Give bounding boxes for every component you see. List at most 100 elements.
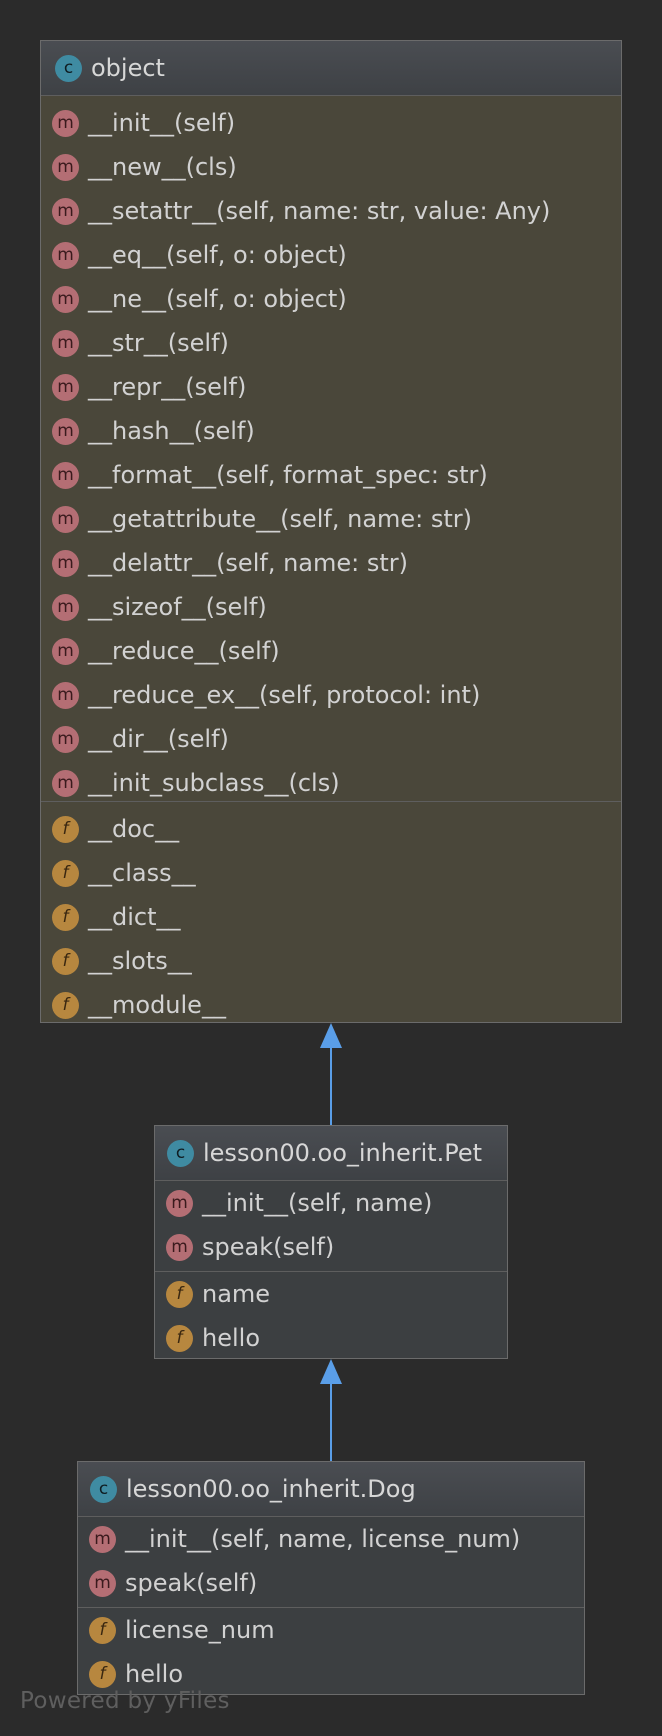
methods-section: m__init__(self)m__new__(cls)m__setattr__… <box>41 96 621 802</box>
method-label: __init__(self, name, license_num) <box>125 1525 521 1553</box>
method-icon: m <box>166 1189 193 1217</box>
field-icon: f <box>52 947 79 975</box>
method-row[interactable]: m __hash__(self) <box>52 409 621 453</box>
method-label: __repr__(self) <box>88 373 247 401</box>
method-row[interactable]: m__sizeof__(self) <box>52 585 621 629</box>
arrowhead-object <box>320 1023 342 1048</box>
method-row[interactable]: m __init__(self) <box>52 101 621 145</box>
class-icon: c <box>167 1139 194 1167</box>
method-label: __getattribute__(self, name: str) <box>88 505 473 533</box>
method-label: __new__(cls) <box>88 153 237 181</box>
field-icon: f <box>89 1660 116 1688</box>
method-row[interactable]: m __eq__(self, o: object) <box>52 233 621 277</box>
class-icon: c <box>90 1475 117 1503</box>
class-name: lesson00.oo_inherit.Dog <box>126 1475 416 1503</box>
field-row[interactable]: f license_num <box>89 1608 584 1652</box>
method-row[interactable]: m __format__(self, format_spec: str) <box>52 453 621 497</box>
method-label: __hash__(self) <box>88 417 255 445</box>
method-label: __init_subclass__(cls) <box>88 769 340 797</box>
method-icon: m <box>166 1233 193 1261</box>
method-row[interactable]: m speak(self) <box>166 1225 507 1269</box>
method-icon: m <box>52 549 79 577</box>
method-label: __init__(self) <box>88 109 236 137</box>
class-box-pet[interactable]: c lesson00.oo_inherit.Pet m __init__(self… <box>154 1125 508 1359</box>
field-row[interactable]: f __class__ <box>52 851 621 895</box>
method-label: __str__(self) <box>88 329 229 357</box>
method-row[interactable]: m __repr__(self) <box>52 365 621 409</box>
method-label: __delattr__(self, name: str) <box>88 549 408 577</box>
field-row[interactable]: f__slots__ <box>52 939 621 983</box>
field-icon: f <box>89 1616 116 1644</box>
method-icon: m <box>52 285 79 313</box>
method-label: __ne__(self, o: object) <box>88 285 347 313</box>
method-row[interactable]: m __dir__(self) <box>52 717 621 761</box>
methods-section: m __init__(self, name) m speak(self) <box>155 1181 507 1272</box>
field-label: __module__ <box>88 991 226 1019</box>
method-row[interactable]: m speak(self) <box>89 1561 584 1605</box>
method-icon: m <box>52 417 79 445</box>
field-icon: f <box>52 859 79 887</box>
class-name: object <box>91 54 165 82</box>
method-label: speak(self) <box>202 1233 335 1261</box>
method-label: __sizeof__(self) <box>88 593 267 621</box>
method-icon: m <box>89 1525 116 1553</box>
method-row[interactable]: m __reduce__(self) <box>52 629 621 673</box>
field-label: __doc__ <box>88 815 180 843</box>
class-box-object[interactable]: c object m__init__(self)m__new__(cls)m__… <box>40 40 622 1023</box>
class-name: lesson00.oo_inherit.Pet <box>203 1139 483 1167</box>
method-row[interactable]: m __new__(cls) <box>52 145 621 189</box>
method-row[interactable]: m __init_subclass__(cls) <box>52 761 621 805</box>
field-icon: f <box>166 1280 193 1308</box>
method-label: __eq__(self, o: object) <box>88 241 347 269</box>
field-label: name <box>202 1280 271 1308</box>
method-row[interactable]: m __ne__(self, o: object) <box>52 277 621 321</box>
method-label: __reduce__(self) <box>88 637 280 665</box>
method-icon: m <box>52 241 79 269</box>
method-row[interactable]: m__reduce_ex__(self, protocol: int) <box>52 673 621 717</box>
method-label: speak(self) <box>125 1569 258 1597</box>
class-icon: c <box>55 54 82 82</box>
method-label: __init__(self, name) <box>202 1189 433 1217</box>
method-icon: m <box>52 197 79 225</box>
field-label: hello <box>202 1324 260 1352</box>
method-icon: m <box>52 373 79 401</box>
method-icon: m <box>52 461 79 489</box>
method-row[interactable]: m __init__(self, name) <box>166 1181 507 1225</box>
class-header: c lesson00.oo_inherit.Dog <box>78 1462 584 1517</box>
method-icon: m <box>52 153 79 181</box>
field-row[interactable]: f __module__ <box>52 983 621 1022</box>
method-row[interactable]: m __getattribute__(self, name: str) <box>52 497 621 541</box>
field-icon: f <box>52 991 79 1019</box>
fields-section: f__doc__f__class__f__dict__f__slots__f__… <box>41 802 621 1022</box>
method-icon: m <box>52 725 79 753</box>
method-label: __format__(self, format_spec: str) <box>88 461 488 489</box>
field-label: license_num <box>125 1616 275 1644</box>
method-row[interactable]: m __setattr__(self, name: str, value: Any… <box>52 189 621 233</box>
method-icon: m <box>52 109 79 137</box>
class-header: c object <box>41 41 621 96</box>
method-icon: m <box>52 769 79 797</box>
method-row[interactable]: m __delattr__(self, name: str) <box>52 541 621 585</box>
method-icon: m <box>52 637 79 665</box>
field-icon: f <box>52 903 79 931</box>
method-row[interactable]: m__str__(self) <box>52 321 621 365</box>
method-icon: m <box>52 681 79 709</box>
class-box-dog[interactable]: c lesson00.oo_inherit.Dog m __init__(self… <box>77 1461 585 1695</box>
field-row[interactable]: f__doc__ <box>52 807 621 851</box>
method-icon: m <box>89 1569 116 1597</box>
method-icon: m <box>52 505 79 533</box>
method-label: __setattr__(self, name: str, value: Any) <box>88 197 551 225</box>
field-row[interactable]: f__dict__ <box>52 895 621 939</box>
field-label: __class__ <box>88 859 196 887</box>
class-header: c lesson00.oo_inherit.Pet <box>155 1126 507 1181</box>
method-label: __dir__(self) <box>88 725 229 753</box>
watermark: Powered by yFiles <box>20 1688 230 1714</box>
method-row[interactable]: m __init__(self, name, license_num) <box>89 1517 584 1561</box>
arrowhead-pet <box>320 1359 342 1384</box>
